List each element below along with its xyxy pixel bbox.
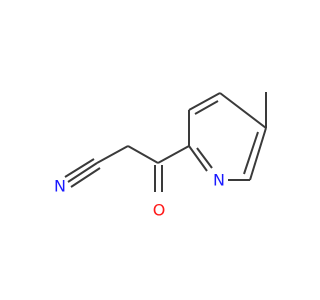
bond-carbonyl-to-ring	[157, 145, 190, 164]
bond-ch2-to-carbonyl-c	[127, 145, 159, 164]
nitrile-triple-bond	[64, 158, 101, 188]
pyridine-ring	[188, 92, 267, 181]
pyridine-nitrogen-label: N	[213, 171, 225, 190]
bond-nitrile-c-to-ch2	[96, 145, 129, 164]
carbonyl-oxygen-label: O	[153, 201, 166, 220]
molecule-structure: N O N	[54, 92, 267, 220]
carbonyl-double-bond	[154, 165, 163, 192]
nitrile-nitrogen-label: N	[54, 177, 66, 196]
